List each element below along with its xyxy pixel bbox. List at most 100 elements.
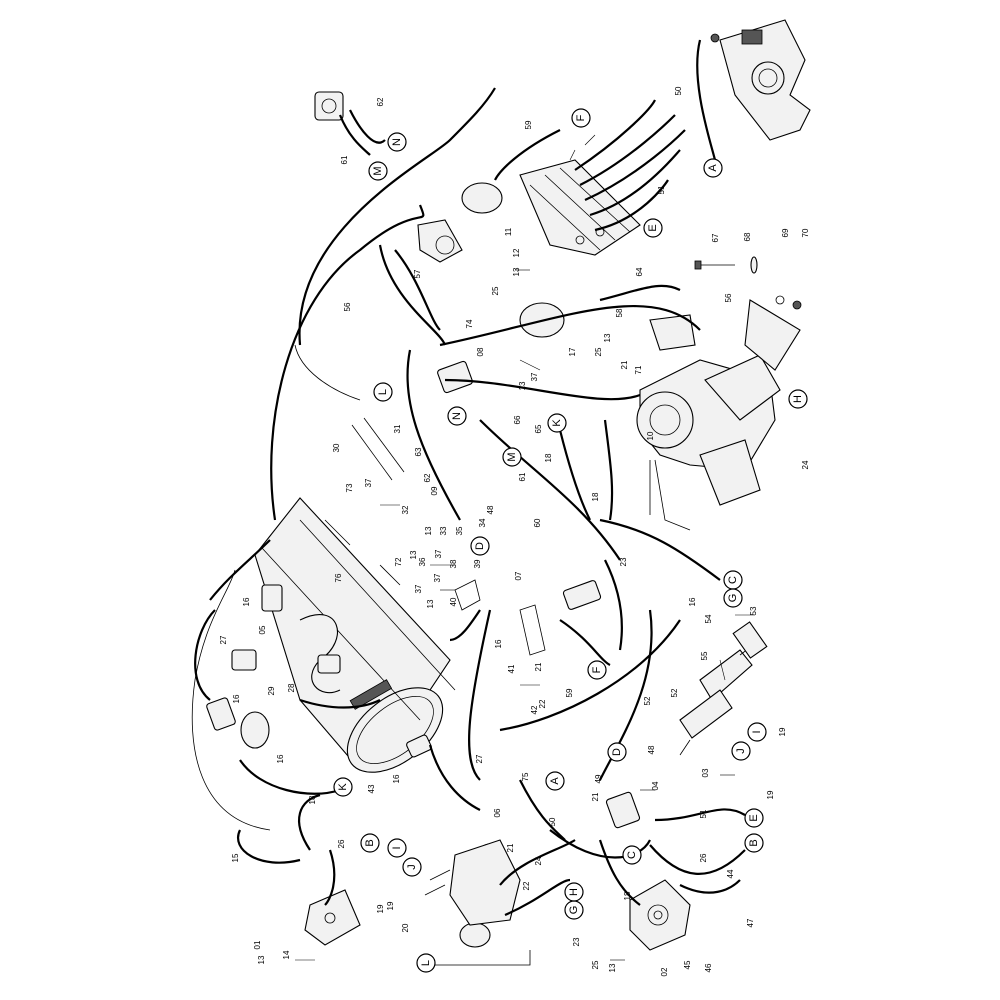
part-label-35: 35 [455, 526, 464, 535]
rod-30 [351, 424, 393, 481]
part-label-18-b: 18 [591, 492, 600, 501]
callout-A-bottom: A [545, 771, 565, 791]
part-label-13-e: 13 [409, 550, 418, 559]
part-label-25-b: 25 [594, 347, 603, 356]
part-label-52-b: 52 [670, 688, 679, 697]
part-label-64: 64 [635, 267, 644, 276]
part-label-43: 43 [367, 784, 376, 793]
bolt-set-67-70 [694, 256, 802, 310]
part-label-65: 65 [534, 424, 543, 433]
svg-text:C: C [727, 576, 739, 584]
part-label-48-b: 48 [647, 745, 656, 754]
callout-J-right: J [731, 741, 751, 761]
hoses [194, 39, 746, 917]
part-label-40: 40 [449, 597, 458, 606]
callout-G-right: G [723, 588, 743, 608]
callout-F-upper: F [571, 108, 591, 128]
bracket-41 [519, 604, 546, 656]
svg-text:D: D [474, 542, 486, 550]
svg-text:A: A [549, 777, 561, 785]
part-label-28: 28 [287, 683, 296, 692]
part-label-42: 42 [530, 705, 539, 714]
callout-E-upper: E [643, 218, 663, 238]
svg-text:J: J [406, 864, 418, 870]
valve-01 [304, 889, 361, 946]
part-label-08: 08 [476, 347, 485, 356]
part-label-69: 69 [781, 228, 790, 237]
valve-57 [417, 219, 463, 263]
part-label-19-a: 19 [376, 904, 385, 913]
part-label-13-d: 13 [424, 526, 433, 535]
callout-H-lower: H [564, 882, 584, 902]
part-label-60: 60 [533, 518, 542, 527]
svg-text:E: E [647, 224, 659, 231]
part-label-45: 45 [683, 960, 692, 969]
part-label-37-a: 37 [530, 372, 539, 381]
callout-H-right: H [788, 389, 808, 409]
part-label-73: 73 [345, 483, 354, 492]
part-label-58: 58 [615, 308, 624, 317]
part-label-04: 04 [651, 781, 660, 790]
part-label-27-b: 27 [475, 754, 484, 763]
part-label-76: 76 [334, 573, 343, 582]
part-label-72: 72 [394, 557, 403, 566]
svg-text:F: F [575, 114, 587, 121]
part-label-50-a: 50 [674, 86, 683, 95]
svg-text:M: M [506, 452, 518, 461]
callout-C-right: C [723, 570, 743, 590]
part-label-63: 63 [414, 447, 423, 456]
part-label-16-d: 16 [392, 774, 401, 783]
callout-F-lower: F [587, 660, 607, 680]
callout-J-left: J [402, 857, 422, 877]
part-label-62-b: 62 [423, 473, 432, 482]
main-pump-assembly [636, 299, 801, 531]
valve-assembly-06 [424, 839, 521, 926]
part-label-32: 32 [401, 505, 410, 514]
part-label-13-f: 13 [426, 599, 435, 608]
part-label-10: 10 [646, 431, 655, 440]
hydraulic-cylinder [679, 621, 768, 756]
part-label-75: 75 [521, 772, 530, 781]
svg-text:H: H [792, 395, 804, 403]
part-label-19-d: 19 [766, 790, 775, 799]
part-label-61-a: 61 [340, 155, 349, 164]
part-label-23-a: 23 [619, 557, 628, 566]
part-label-49: 49 [594, 774, 603, 783]
line-art [191, 19, 811, 966]
part-label-24-b: 24 [534, 856, 543, 865]
part-label-05: 05 [258, 625, 267, 634]
part-label-62-a: 62 [376, 97, 385, 106]
part-label-52-a: 52 [643, 696, 652, 705]
svg-text:K: K [337, 783, 349, 791]
part-label-51-b: 51 [699, 809, 708, 818]
part-label-38: 38 [449, 559, 458, 568]
valve-04 [605, 791, 641, 829]
part-label-26-a: 26 [337, 839, 346, 848]
svg-text:I: I [751, 730, 763, 733]
part-label-59-a: 59 [524, 120, 533, 129]
svg-text:G: G [727, 594, 739, 603]
part-label-21-c: 21 [591, 792, 600, 801]
part-label-16-a: 16 [242, 597, 251, 606]
valve-07 [562, 580, 602, 610]
callout-D-mid: D [470, 536, 490, 556]
part-label-30: 30 [332, 443, 341, 452]
part-label-37-b: 37 [364, 478, 373, 487]
part-label-03: 03 [701, 768, 710, 777]
svg-text:M: M [372, 166, 384, 175]
part-label-47: 47 [746, 918, 755, 927]
part-label-01: 01 [253, 940, 262, 949]
svg-text:K: K [551, 419, 563, 427]
part-label-21-d: 21 [506, 843, 515, 852]
part-label-15: 15 [231, 853, 240, 862]
svg-text:E: E [748, 814, 760, 821]
leader-lines [295, 134, 755, 961]
part-label-37-d: 37 [414, 584, 423, 593]
filter-05 [261, 584, 341, 694]
part-label-25-a: 25 [491, 286, 500, 295]
part-label-13-h: 13 [608, 963, 617, 972]
callout-G-lower: G [564, 900, 584, 920]
part-label-36: 36 [418, 557, 427, 566]
part-label-29: 29 [267, 686, 276, 695]
